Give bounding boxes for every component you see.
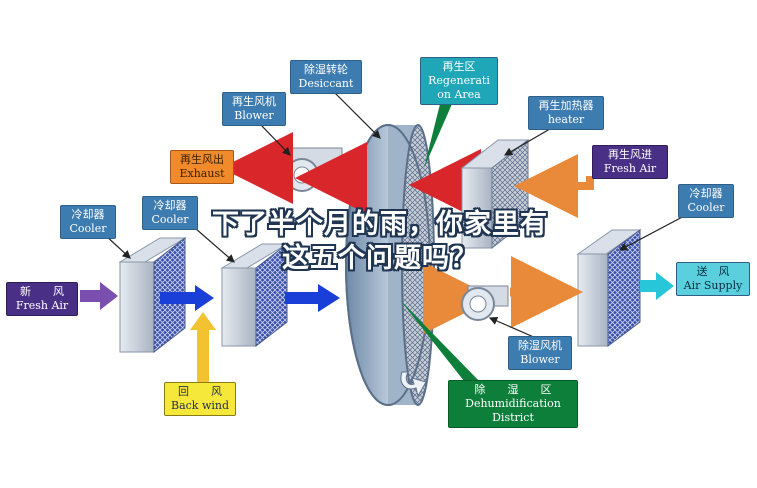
dehum-district-label-zh: 除 湿 区 — [474, 383, 552, 396]
regeneration-area-label: 再生区 Regenerati on Area — [420, 57, 498, 105]
dehum-district-pointer — [400, 300, 484, 386]
regen-fresh-air-arrow — [514, 154, 594, 218]
regeneration-area-label-en2: on Area — [437, 88, 481, 101]
desiccant-label-en: Desiccant — [298, 77, 354, 90]
regen-heater-label-zh: 再生加热器 — [538, 99, 594, 112]
back-wind-label: 回 风 Back wind — [164, 382, 236, 416]
desiccant-label-zh: 除湿转轮 — [304, 63, 348, 76]
dehum-district-label: 除 湿 区 Dehumidification District — [448, 380, 578, 428]
dehum-district-label-en2: District — [492, 411, 534, 424]
process-air-arrow-1 — [160, 285, 214, 311]
dehum-blower-label-en: Blower — [520, 353, 560, 366]
cooler-right-label: 冷却器 Cooler — [678, 184, 734, 218]
dehum-blower-fan — [461, 285, 509, 321]
cooler-right-label-zh: 冷却器 — [689, 187, 723, 200]
regen-fresh-air-label: 再生风进 Fresh Air — [592, 145, 668, 179]
dehum-blower-label: 除湿风机 Blower — [508, 336, 572, 370]
regen-blower-label-en: Blower — [234, 109, 274, 122]
fresh-air-label-zh: 新 风 — [20, 285, 64, 298]
cooler-mid-label: 冷却器 Cooler — [142, 196, 198, 230]
regen-heater-label: 再生加热器 heater — [528, 96, 604, 130]
supply-label: 送 风 Air Supply — [676, 262, 750, 296]
fresh-air-arrow — [80, 282, 118, 310]
supply-label-zh: 送 风 — [696, 265, 730, 278]
cooler-mid-unit — [220, 242, 289, 348]
regen-fresh-air-label-zh: 再生风进 — [608, 148, 652, 161]
cooler-left-label-zh: 冷却器 — [71, 208, 105, 221]
dehum-blower-label-zh: 除湿风机 — [518, 339, 562, 352]
back-wind-label-en: Back wind — [170, 399, 230, 412]
cooler-left-unit — [118, 236, 187, 354]
regen-exhaust-label: 再生风出 Exhaust — [170, 150, 234, 184]
fresh-air-label: 新 风 Fresh Air — [6, 282, 78, 316]
cooler-right-unit — [576, 229, 642, 347]
regen-blower-label-zh: 再生风机 — [232, 95, 276, 108]
regen-blower-label: 再生风机 Blower — [222, 92, 286, 126]
regen-exhaust-label-en: Exhaust — [179, 167, 225, 180]
supply-label-en: Air Supply — [683, 279, 743, 292]
cooler-left-label: 冷却器 Cooler — [60, 205, 116, 239]
dehum-district-label-en1: Dehumidification — [465, 397, 561, 410]
cooler-mid-label-zh: 冷却器 — [153, 199, 187, 212]
headline-overlay: 下了半个月的雨，你家里有 这五个问题吗？ — [110, 208, 650, 276]
regen-blower-fan — [285, 147, 343, 192]
supply-air-arrow — [640, 272, 674, 300]
regeneration-area-label-zh: 再生区 — [442, 60, 476, 73]
regen-heater-label-en: heater — [547, 113, 585, 126]
process-air-arrow-2 — [285, 284, 340, 312]
back-wind-arrow — [190, 312, 216, 382]
headline-line-2: 这五个问题吗？ — [282, 243, 478, 274]
cooler-left-label-en: Cooler — [69, 222, 107, 235]
regen-fresh-air-label-en: Fresh Air — [603, 162, 657, 175]
regeneration-area-pointer — [424, 104, 452, 168]
headline-line-1: 下了半个月的雨，你家里有 — [212, 209, 548, 240]
cooler-mid-label-en: Cooler — [151, 213, 189, 226]
cooler-right-label-en: Cooler — [687, 201, 725, 214]
back-wind-label-zh: 回 风 — [178, 385, 222, 398]
regen-exhaust-label-zh: 再生风出 — [180, 153, 224, 166]
regeneration-area-label-en1: Regenerati — [428, 74, 490, 87]
desiccant-label: 除湿转轮 Desiccant — [290, 60, 362, 94]
fresh-air-label-en: Fresh Air — [15, 299, 69, 312]
rotation-arrow-icon — [400, 371, 427, 398]
